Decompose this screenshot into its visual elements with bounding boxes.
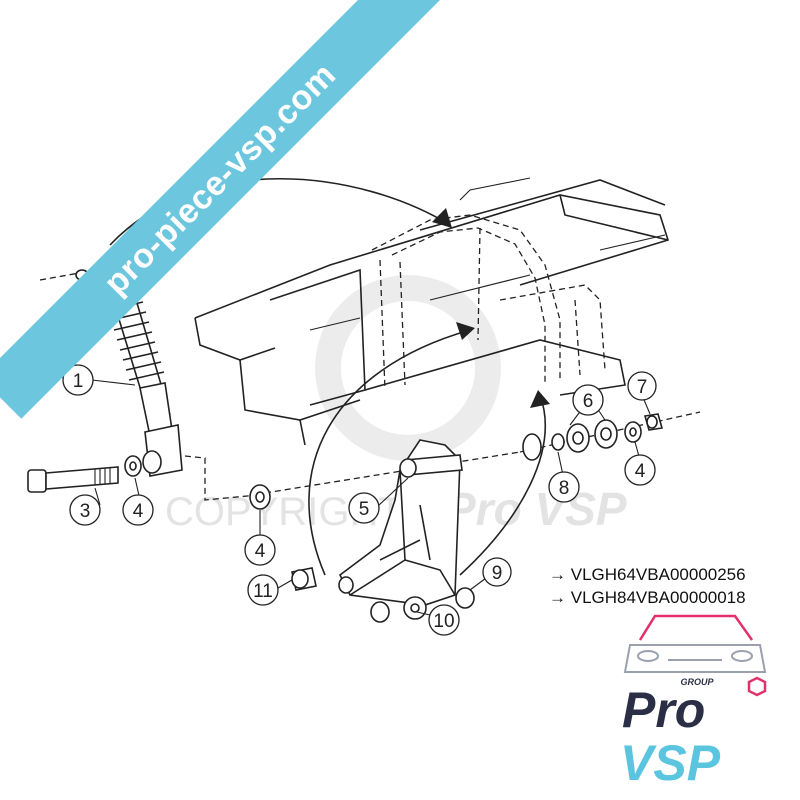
callout-9: 9 — [482, 557, 512, 587]
callout-8-highlighted: 8 — [548, 471, 580, 503]
long-bolt — [27, 466, 119, 493]
callout-4-right: 4 — [624, 454, 656, 486]
provsp-logo: GROUP Pro VSP — [620, 614, 767, 791]
assembly-arrows — [109, 177, 550, 576]
car-front-icon — [623, 614, 767, 673]
svg-text:9: 9 — [492, 563, 503, 584]
svg-text:10: 10 — [433, 611, 454, 632]
svg-text:3: 3 — [80, 501, 91, 522]
vehicle-references: → VLGH64VBA00000256 → VLGH84VBA00000018 — [549, 565, 746, 607]
svg-text:4: 4 — [255, 541, 266, 562]
svg-text:8: 8 — [559, 478, 570, 499]
svg-text:5: 5 — [359, 499, 370, 520]
callout-7: 7 — [627, 371, 657, 401]
svg-text:6: 6 — [583, 391, 594, 412]
svg-text:4: 4 — [133, 501, 144, 522]
reference-line-2: → VLGH84VBA00000018 — [549, 588, 746, 607]
callout-4-center: 4 — [244, 534, 276, 566]
logo-pro-text: Pro — [622, 682, 705, 738]
chassis-frame — [194, 177, 670, 446]
bracket — [338, 439, 463, 606]
bushings — [522, 413, 664, 461]
reference-line-1: → VLGH64VBA00000256 — [549, 565, 746, 584]
logo-vsp-text: VSP — [620, 735, 721, 791]
svg-text:4: 4 — [635, 461, 646, 482]
callout-3: 3 — [69, 494, 101, 526]
callout-11: 11 — [247, 574, 279, 606]
copyright-watermark: COPYRIGHT Pro VSP — [165, 275, 627, 535]
logo-group-label: GROUP — [680, 677, 714, 687]
callout-6: 6 — [572, 384, 604, 416]
svg-text:1: 1 — [73, 371, 84, 392]
watermark-brand-text: Pro VSP — [445, 483, 627, 535]
watermark-ring — [315, 275, 501, 461]
svg-text:7: 7 — [637, 377, 648, 398]
hex-nut-icon — [747, 676, 767, 697]
callout-5: 5 — [348, 492, 380, 524]
callout-4-left: 4 — [122, 494, 154, 526]
svg-text:11: 11 — [253, 581, 273, 602]
washers — [124, 421, 642, 510]
small-bushings — [291, 567, 475, 623]
callout-1: 1 — [62, 364, 94, 396]
callout-10: 10 — [428, 604, 460, 636]
